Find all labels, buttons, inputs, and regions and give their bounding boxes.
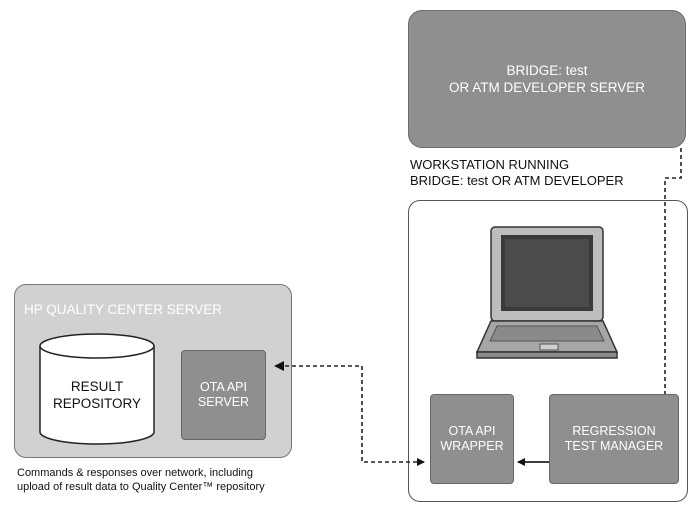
hp-server-title: HP QUALITY CENTER SERVER [24,302,223,317]
result-repository-line2: REPOSITORY [52,396,142,411]
bridge-server-box: BRIDGE: test OR ATM DEVELOPER SERVER [408,10,686,148]
regression-manager-line2: TEST MANAGER [564,439,664,453]
bridge-connection-line [664,148,682,394]
ota-api-wrapper-line1: OTA API [448,424,496,438]
network-caption: Commands & responses over network, inclu… [17,466,265,494]
ota-server-arrowhead [274,361,284,371]
database-cylinder-icon [39,333,155,445]
workstation-caption-line2: BRIDGE: test OR ATM DEVELOPER [410,173,624,188]
result-repository-label: RESULT REPOSITORY [38,378,156,412]
regression-test-manager-box: REGRESSION TEST MANAGER [549,394,679,484]
workstation-caption-line1: WORKSTATION RUNNING [410,157,570,172]
ota-connection-line [278,365,425,466]
bridge-server-line1: BRIDGE: test [506,63,588,78]
network-caption-line1: Commands & responses over network, inclu… [17,467,254,479]
ota-api-server-line1: OTA API [199,380,247,394]
workstation-caption: WORKSTATION RUNNING BRIDGE: test OR ATM … [410,157,624,189]
ota-api-server-line2: SERVER [197,395,250,409]
ota-api-wrapper-line2: WRAPPER [440,439,504,453]
ota-api-server-box: OTA API SERVER [181,350,266,440]
result-repository-line1: RESULT [70,379,124,394]
bridge-server-line2: OR ATM DEVELOPER SERVER [448,80,646,95]
regression-manager-line1: REGRESSION [572,424,656,438]
laptop-icon [475,226,619,359]
network-caption-line2: upload of result data to Quality Center™… [17,481,265,493]
ota-api-wrapper-box: OTA API WRAPPER [430,394,514,484]
